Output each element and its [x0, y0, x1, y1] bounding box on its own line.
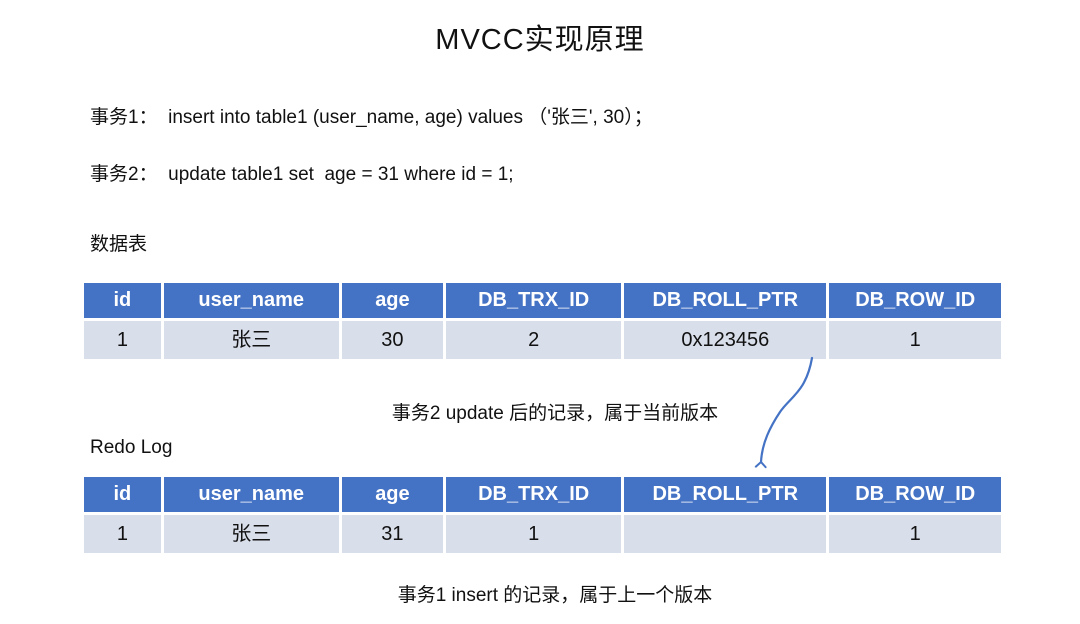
annotation-current-version: 事务2 update 后的记录，属于当前版本 — [391, 403, 719, 424]
column-header-id: id — [84, 477, 164, 512]
cell-user-name: 张三 — [163, 515, 342, 553]
column-header-age: age — [341, 283, 447, 318]
redo-log-table: id user_name age DB_TRX_ID DB_ROLL_PTR D… — [84, 477, 1001, 553]
column-header-user-name: user_name — [163, 477, 342, 512]
redo-log-header-row: id user_name age DB_TRX_ID DB_ROLL_PTR D… — [84, 477, 1001, 512]
cell-age: 30 — [341, 321, 447, 359]
annotation-previous-version: 事务1 insert 的记录，属于上一个版本 — [397, 585, 713, 606]
data-table: id user_name age DB_TRX_ID DB_ROLL_PTR D… — [84, 283, 1001, 359]
cell-db-roll-ptr — [624, 515, 830, 553]
cell-db-roll-ptr: 0x123456 — [624, 321, 830, 359]
column-header-user-name: user_name — [163, 283, 342, 318]
column-header-db-trx-id: DB_TRX_ID — [446, 283, 625, 318]
cell-id: 1 — [84, 321, 164, 359]
column-header-id: id — [84, 283, 164, 318]
redo-log-label: Redo Log — [90, 437, 173, 458]
data-table-label: 数据表 — [90, 234, 148, 255]
cell-db-row-id: 1 — [829, 515, 1001, 553]
transaction1-statement: 事务1： insert into table1 (user_name, age)… — [90, 107, 653, 128]
column-header-age: age — [341, 477, 447, 512]
column-header-db-row-id: DB_ROW_ID — [829, 283, 1001, 318]
cell-db-trx-id: 1 — [446, 515, 625, 553]
cell-db-row-id: 1 — [829, 321, 1001, 359]
column-header-db-roll-ptr: DB_ROLL_PTR — [624, 477, 830, 512]
column-header-db-roll-ptr: DB_ROLL_PTR — [624, 283, 830, 318]
page-title: MVCC实现原理 — [435, 24, 645, 56]
cell-age: 31 — [341, 515, 447, 553]
cell-user-name: 张三 — [163, 321, 342, 359]
table-row: 1 张三 30 2 0x123456 1 — [84, 321, 1001, 359]
data-table-header-row: id user_name age DB_TRX_ID DB_ROLL_PTR D… — [84, 283, 1001, 318]
cell-db-trx-id: 2 — [446, 321, 625, 359]
column-header-db-row-id: DB_ROW_ID — [829, 477, 1001, 512]
column-header-db-trx-id: DB_TRX_ID — [446, 477, 625, 512]
transaction2-statement: 事务2： update table1 set age = 31 where id… — [90, 164, 514, 185]
cell-id: 1 — [84, 515, 164, 553]
table-row: 1 张三 31 1 1 — [84, 515, 1001, 553]
